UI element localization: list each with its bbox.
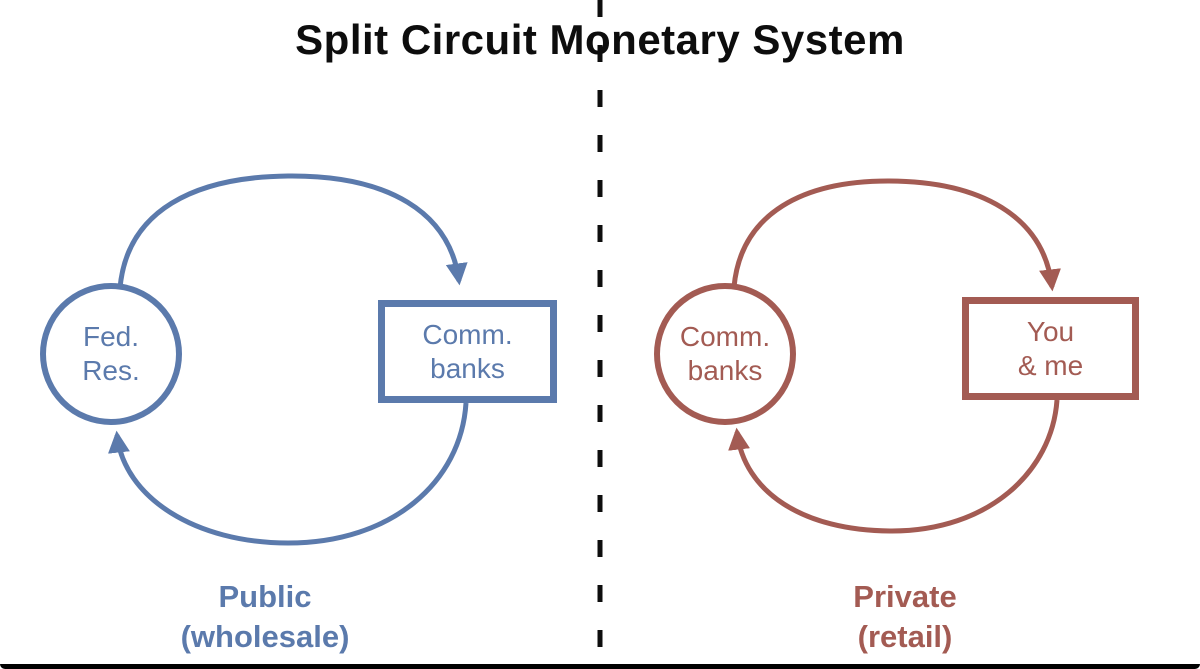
left-top-flow-arrow — [117, 173, 468, 289]
private-caption-line2: (retail) — [857, 619, 953, 654]
right-bottom-flow-arrow — [728, 399, 1060, 534]
left-bottom-flow-arrow — [108, 402, 469, 546]
private-caption-line1: Private — [853, 579, 957, 614]
comm-banks-circle-node-private: Comm. banks — [654, 283, 796, 425]
public-wholesale-caption: Public (wholesale) — [115, 577, 415, 657]
comm-banks-box-node-public: Comm. banks — [378, 300, 557, 403]
public-caption-line2: (wholesale) — [180, 619, 350, 654]
public-caption-line1: Public — [218, 579, 312, 614]
you-and-me-box-node: You & me — [962, 297, 1139, 400]
video-frame-bottom-edge — [0, 664, 1200, 669]
fed-res-circle-node: Fed. Res. — [40, 283, 182, 425]
comm-banks-private-label-line2: banks — [687, 355, 763, 386]
fed-res-label-line2: Res. — [82, 355, 140, 386]
fed-res-label-line1: Fed. — [82, 321, 140, 352]
page-title: Split Circuit Monetary System — [295, 16, 905, 63]
private-retail-caption: Private (retail) — [755, 577, 1055, 657]
you-me-label-line2: & me — [1017, 349, 1084, 381]
you-me-label-line1: You — [1026, 315, 1075, 347]
right-top-flow-arrow — [731, 178, 1061, 292]
comm-banks-public-label-line1: Comm. — [422, 318, 513, 350]
comm-banks-public-label-line2: banks — [430, 352, 505, 384]
comm-banks-private-label-line1: Comm. — [679, 321, 771, 352]
